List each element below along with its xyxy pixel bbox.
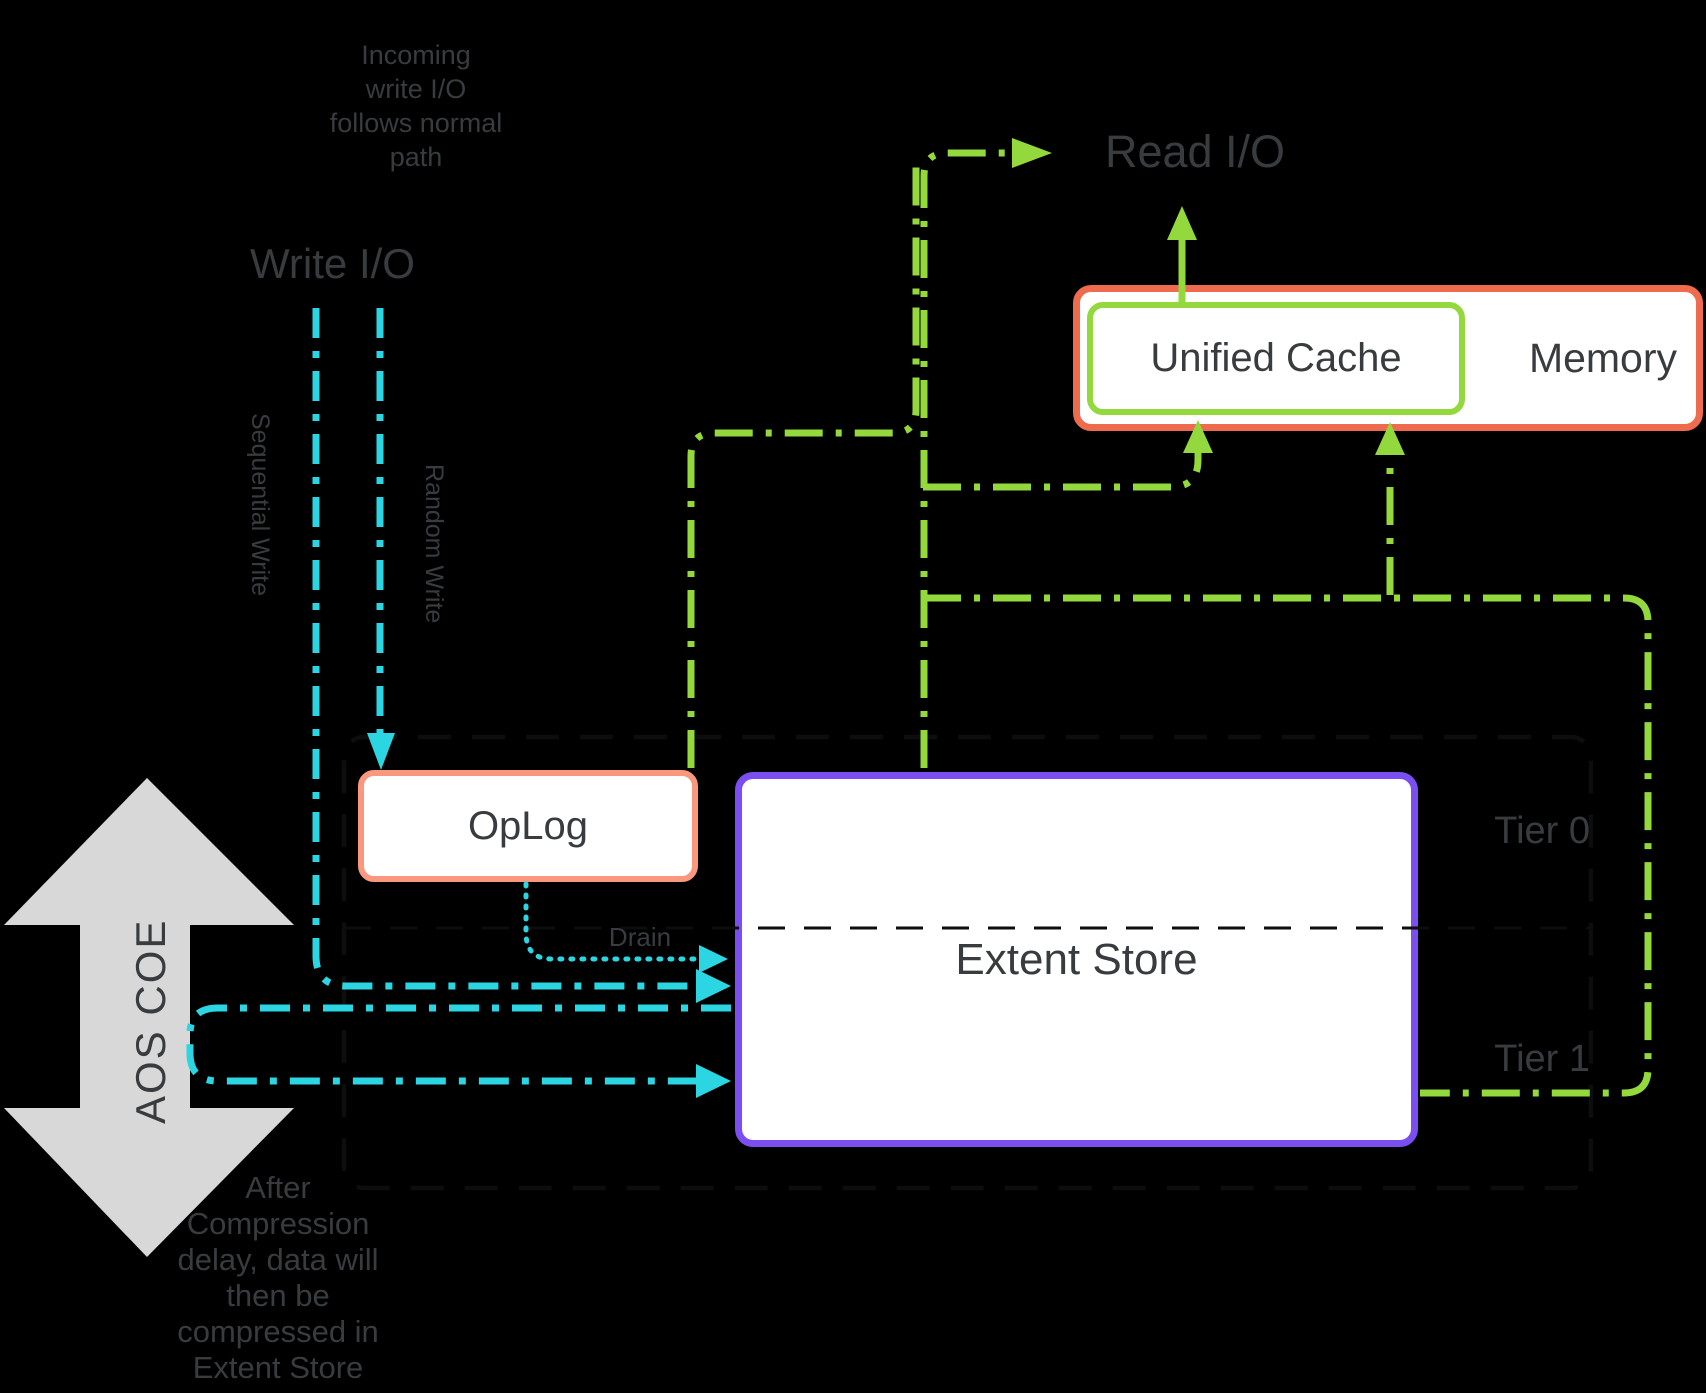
unified-cache-box: Unified Cache xyxy=(1087,302,1465,415)
compression-loop-line xyxy=(186,1004,731,1085)
incoming-write-note: Incoming write I/O follows normal path xyxy=(329,40,503,172)
memory-label: Memory xyxy=(1528,334,1678,381)
random-write-label: Random Write xyxy=(420,464,448,624)
sequential-write-label: Sequential Write xyxy=(246,413,274,596)
extent-store-box: Extent Store xyxy=(735,772,1418,1147)
aos-coe-label: AOS COE xyxy=(127,918,174,1124)
extentstore-read-line xyxy=(920,149,1016,768)
unified-cache-label: Unified Cache xyxy=(1150,336,1402,380)
write-io-label: Write I/O xyxy=(250,240,415,287)
tier1-label: Tier 1 xyxy=(1494,1038,1590,1080)
after-compression-note: After Compression delay, data will then … xyxy=(177,1170,379,1385)
read-io-arrowhead xyxy=(1012,138,1052,168)
tier0-label: Tier 0 xyxy=(1494,810,1590,852)
read-io-label: Read I/O xyxy=(1104,126,1286,177)
sequential-write-line xyxy=(312,308,697,990)
oplog-box: OpLog xyxy=(358,770,698,882)
extent-store-label: Extent Store xyxy=(955,934,1198,984)
oplog-label: OpLog xyxy=(467,803,589,848)
compression-loop-arrowhead xyxy=(696,1064,731,1098)
tier0-cache-line xyxy=(923,450,1202,491)
sequential-write-arrowhead xyxy=(696,969,731,1003)
drain-label: Drain xyxy=(608,922,672,952)
cache-read-arrowhead xyxy=(1167,206,1197,240)
oplog-read-line xyxy=(687,165,920,768)
oplog-drain-arrowhead xyxy=(699,945,728,973)
random-write-arrowhead xyxy=(367,733,395,770)
